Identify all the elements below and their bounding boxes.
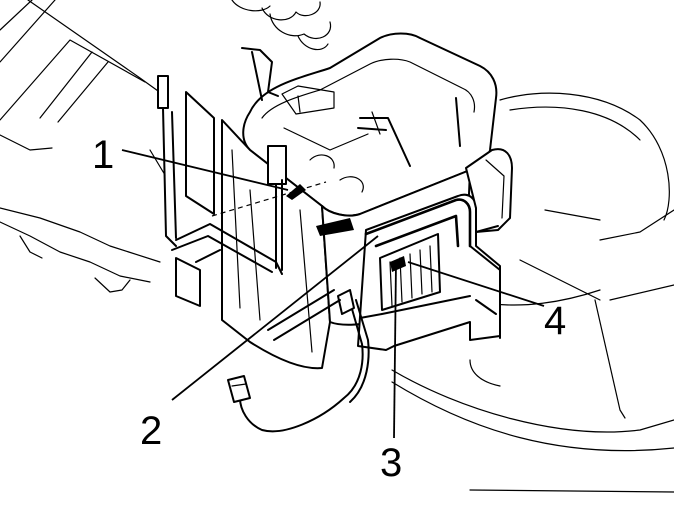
connector-3 — [390, 256, 406, 272]
leader-3 — [393, 261, 397, 439]
sensor-1-tip — [286, 184, 306, 200]
leader-2 — [171, 235, 379, 401]
leader-4 — [407, 261, 545, 307]
front-panel — [357, 148, 513, 351]
callout-2: 2 — [140, 409, 162, 453]
callout-4: 4 — [544, 299, 566, 343]
vehicle-ducts-top — [231, 0, 332, 51]
sensor-2-body — [316, 218, 354, 236]
vehicle-console-right — [391, 92, 674, 493]
callout-1: 1 — [92, 133, 114, 177]
mounting-bracket — [157, 75, 287, 307]
callout-3: 3 — [380, 441, 402, 485]
wiring-harness — [227, 289, 370, 433]
leader-lines — [121, 149, 545, 439]
vehicle-body-left — [0, 0, 166, 293]
sensor-markers — [286, 184, 406, 272]
leader-1 — [121, 149, 289, 191]
